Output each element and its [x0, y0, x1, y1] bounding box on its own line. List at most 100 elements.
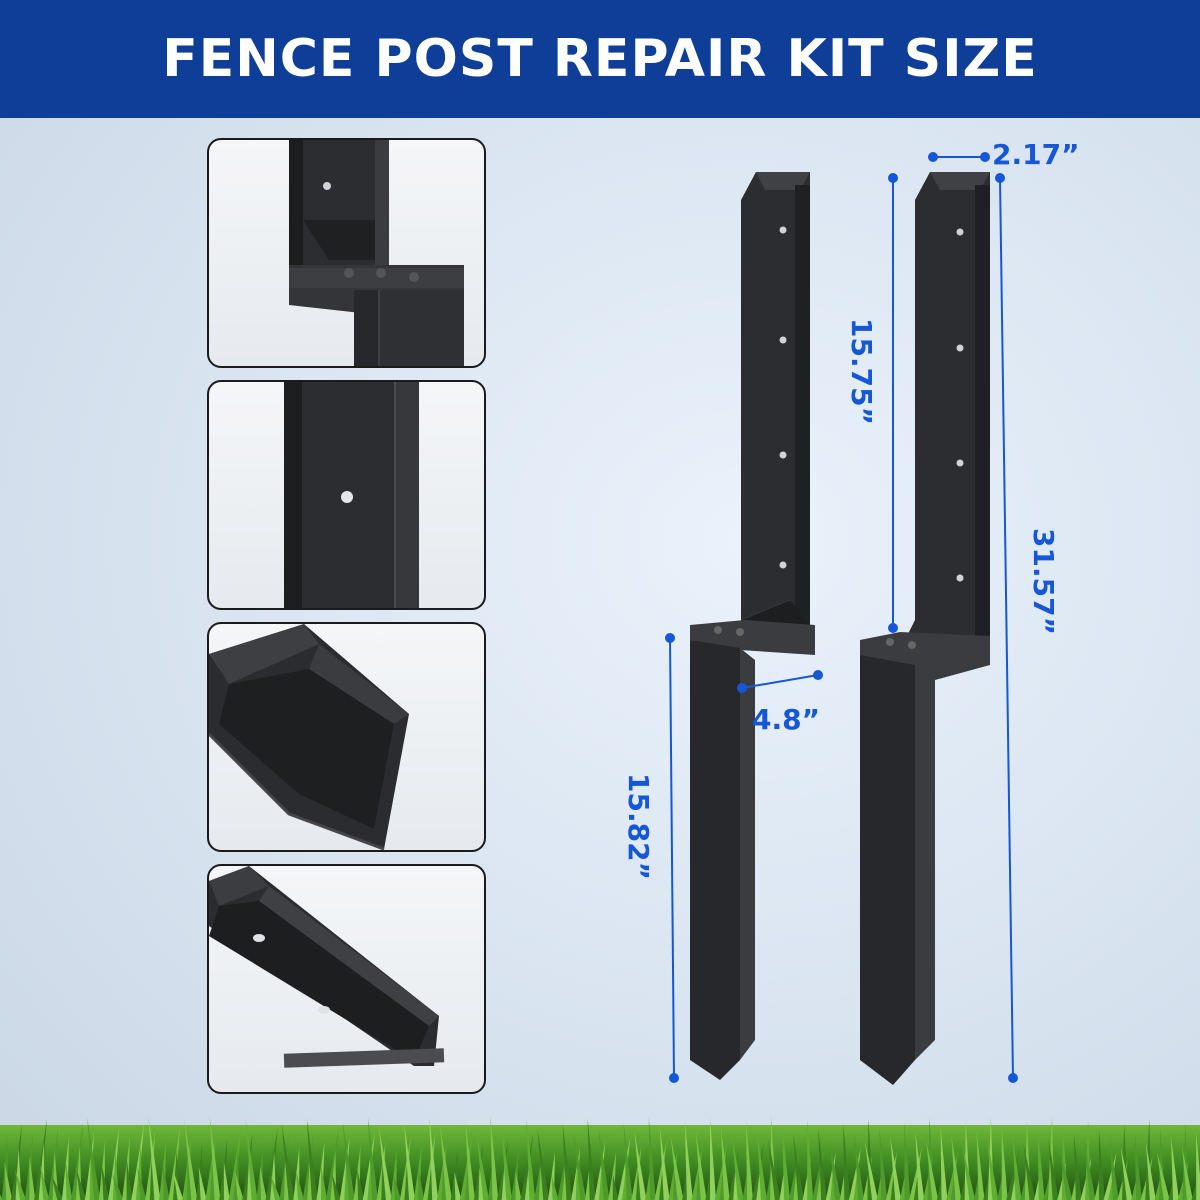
grass-blade: [926, 1141, 939, 1200]
grass-blade: [148, 1117, 161, 1200]
grass-blade: [1171, 1137, 1180, 1200]
grass-blade: [259, 1166, 267, 1200]
grass-blade: [137, 1168, 147, 1200]
dimension-total-length: 31.57”: [1026, 528, 1060, 635]
grass-blade: [1134, 1133, 1142, 1200]
grass-blade: [29, 1156, 36, 1200]
grass-blade: [162, 1163, 170, 1200]
grass-blade: [515, 1171, 522, 1200]
grass-blade: [76, 1169, 87, 1200]
grass-blade: [47, 1128, 58, 1200]
grass-blade: [87, 1118, 101, 1200]
grass-blade: [429, 1117, 439, 1200]
grass-blade: [393, 1173, 402, 1200]
grass-blade: [731, 1135, 744, 1200]
grass-blade: [829, 1138, 842, 1200]
grass-blade: [940, 1127, 948, 1200]
dimension-endpoint: [1008, 1073, 1018, 1083]
grass-blade: [245, 1120, 258, 1200]
grass-blade: [342, 1123, 355, 1200]
grass-blade: [490, 1116, 499, 1200]
grass-blade: [695, 1131, 707, 1200]
grass-blade: [951, 1136, 962, 1200]
grass-blade: [321, 1165, 328, 1200]
grass-blade: [1001, 1126, 1008, 1200]
grass-blade: [904, 1123, 911, 1200]
grass-blade: [792, 1134, 804, 1200]
left-repair-spike: [690, 172, 815, 1080]
grass-blade: [440, 1126, 453, 1200]
grass-blade: [281, 1124, 295, 1200]
grass-blade: [198, 1167, 207, 1200]
grass-blade: [1120, 1147, 1133, 1200]
grass-blade: [108, 1127, 120, 1200]
grass-blade: [617, 1137, 631, 1200]
grass-blade: [228, 1125, 242, 1200]
dimension-lower-length: 15.82”: [621, 773, 655, 880]
grass-blade: [1023, 1144, 1036, 1200]
grass-blade: [865, 1142, 879, 1200]
grass-blade: [843, 1124, 851, 1200]
grass-blade: [976, 1131, 985, 1200]
dimension-endpoint: [813, 670, 823, 680]
grass-blade: [184, 1121, 198, 1200]
grass-blade: [573, 1133, 587, 1200]
dimension-endpoint: [665, 633, 675, 643]
grass-blade: [10, 1124, 22, 1200]
grass-blade: [962, 1145, 976, 1200]
grass-blade: [331, 1174, 341, 1200]
grass-blade: [710, 1117, 717, 1200]
grass-blade: [1196, 1132, 1200, 1200]
grass-blade: [51, 1174, 64, 1200]
grass-blade: [659, 1127, 670, 1200]
grass-blade: [648, 1118, 656, 1200]
grass-blade: [987, 1140, 999, 1200]
dimension-width-top: 2.17”: [992, 138, 1080, 171]
detail-panel-channel-holes: [207, 864, 486, 1094]
channel-holes-image: [209, 866, 445, 1068]
grass-blade: [454, 1172, 462, 1200]
dimension-upper-length: 15.75”: [844, 318, 878, 425]
dimension-endpoint: [980, 152, 990, 162]
detail-panel-spike-tip: [207, 622, 486, 852]
grass-blade: [265, 1129, 278, 1200]
total-length-dimension-line: [999, 177, 1014, 1079]
grass-blade: [1156, 1151, 1170, 1200]
grass-blade: [587, 1119, 596, 1200]
grass-blade: [562, 1124, 573, 1200]
right-repair-spike: [860, 172, 990, 1085]
grass-blade: [684, 1122, 693, 1200]
grass-blade: [720, 1126, 730, 1200]
offset-dimension-line: [741, 674, 819, 689]
grass-blade: [378, 1127, 392, 1200]
page-title: FENCE POST REPAIR KIT SIZE: [162, 29, 1038, 89]
grass-blade: [551, 1175, 559, 1200]
grass-blade: [101, 1164, 110, 1200]
grass-blade: [537, 1129, 550, 1200]
grass-blade: [520, 1134, 534, 1200]
grass-blade: [209, 1116, 221, 1200]
spike-tip-image: [209, 624, 409, 850]
grass-blade: [40, 1165, 50, 1200]
dimension-endpoint: [928, 152, 938, 162]
dimension-endpoint: [995, 173, 1005, 183]
grass-blade: [465, 1121, 476, 1200]
grass-blade: [746, 1121, 754, 1200]
dimension-offset: 4.8”: [752, 703, 821, 736]
grass-blade: [357, 1169, 365, 1200]
grass-blade: [1073, 1134, 1082, 1200]
dimension-endpoint: [888, 623, 898, 633]
grass-blade: [915, 1132, 925, 1200]
grass-blade: [131, 1122, 145, 1200]
grass-blade: [1098, 1129, 1105, 1200]
grass-blade: [598, 1128, 610, 1200]
grass-blade: [670, 1136, 684, 1200]
grass-blade: [1181, 1146, 1193, 1200]
lower-length-dimension-line: [669, 637, 675, 1079]
grass-blade: [422, 1131, 436, 1200]
grass-blade: [34, 1119, 48, 1200]
grass-blade: [404, 1122, 416, 1200]
grass-blade: [782, 1125, 791, 1200]
grass-blade: [306, 1119, 318, 1200]
